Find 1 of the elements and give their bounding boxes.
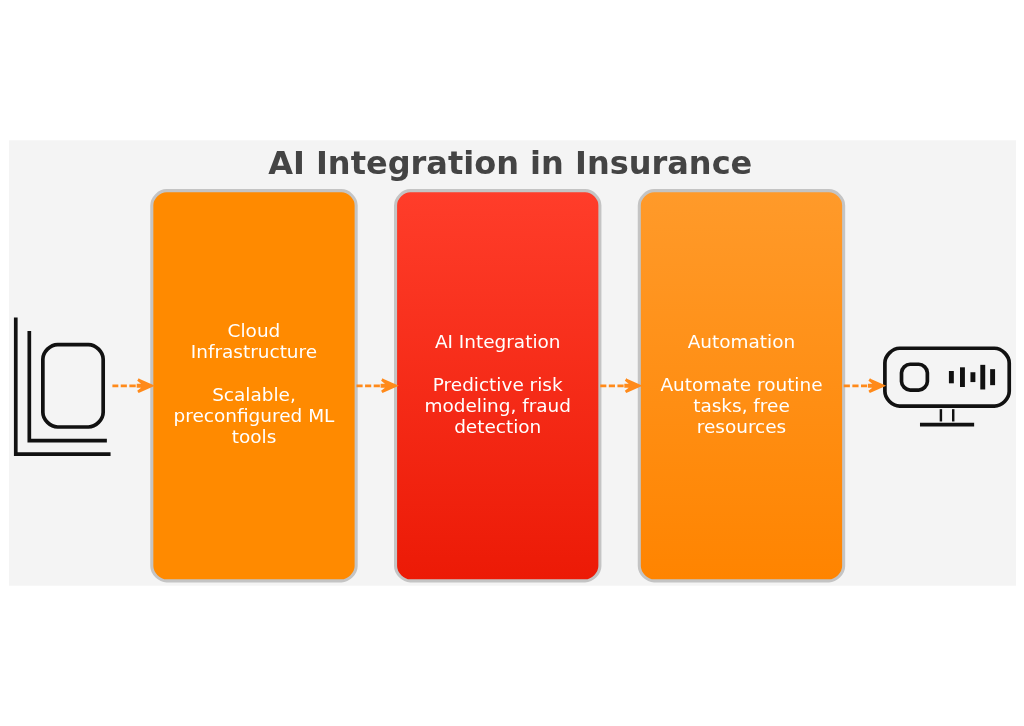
diagram-title: AI Integration in Insurance [267, 144, 752, 183]
